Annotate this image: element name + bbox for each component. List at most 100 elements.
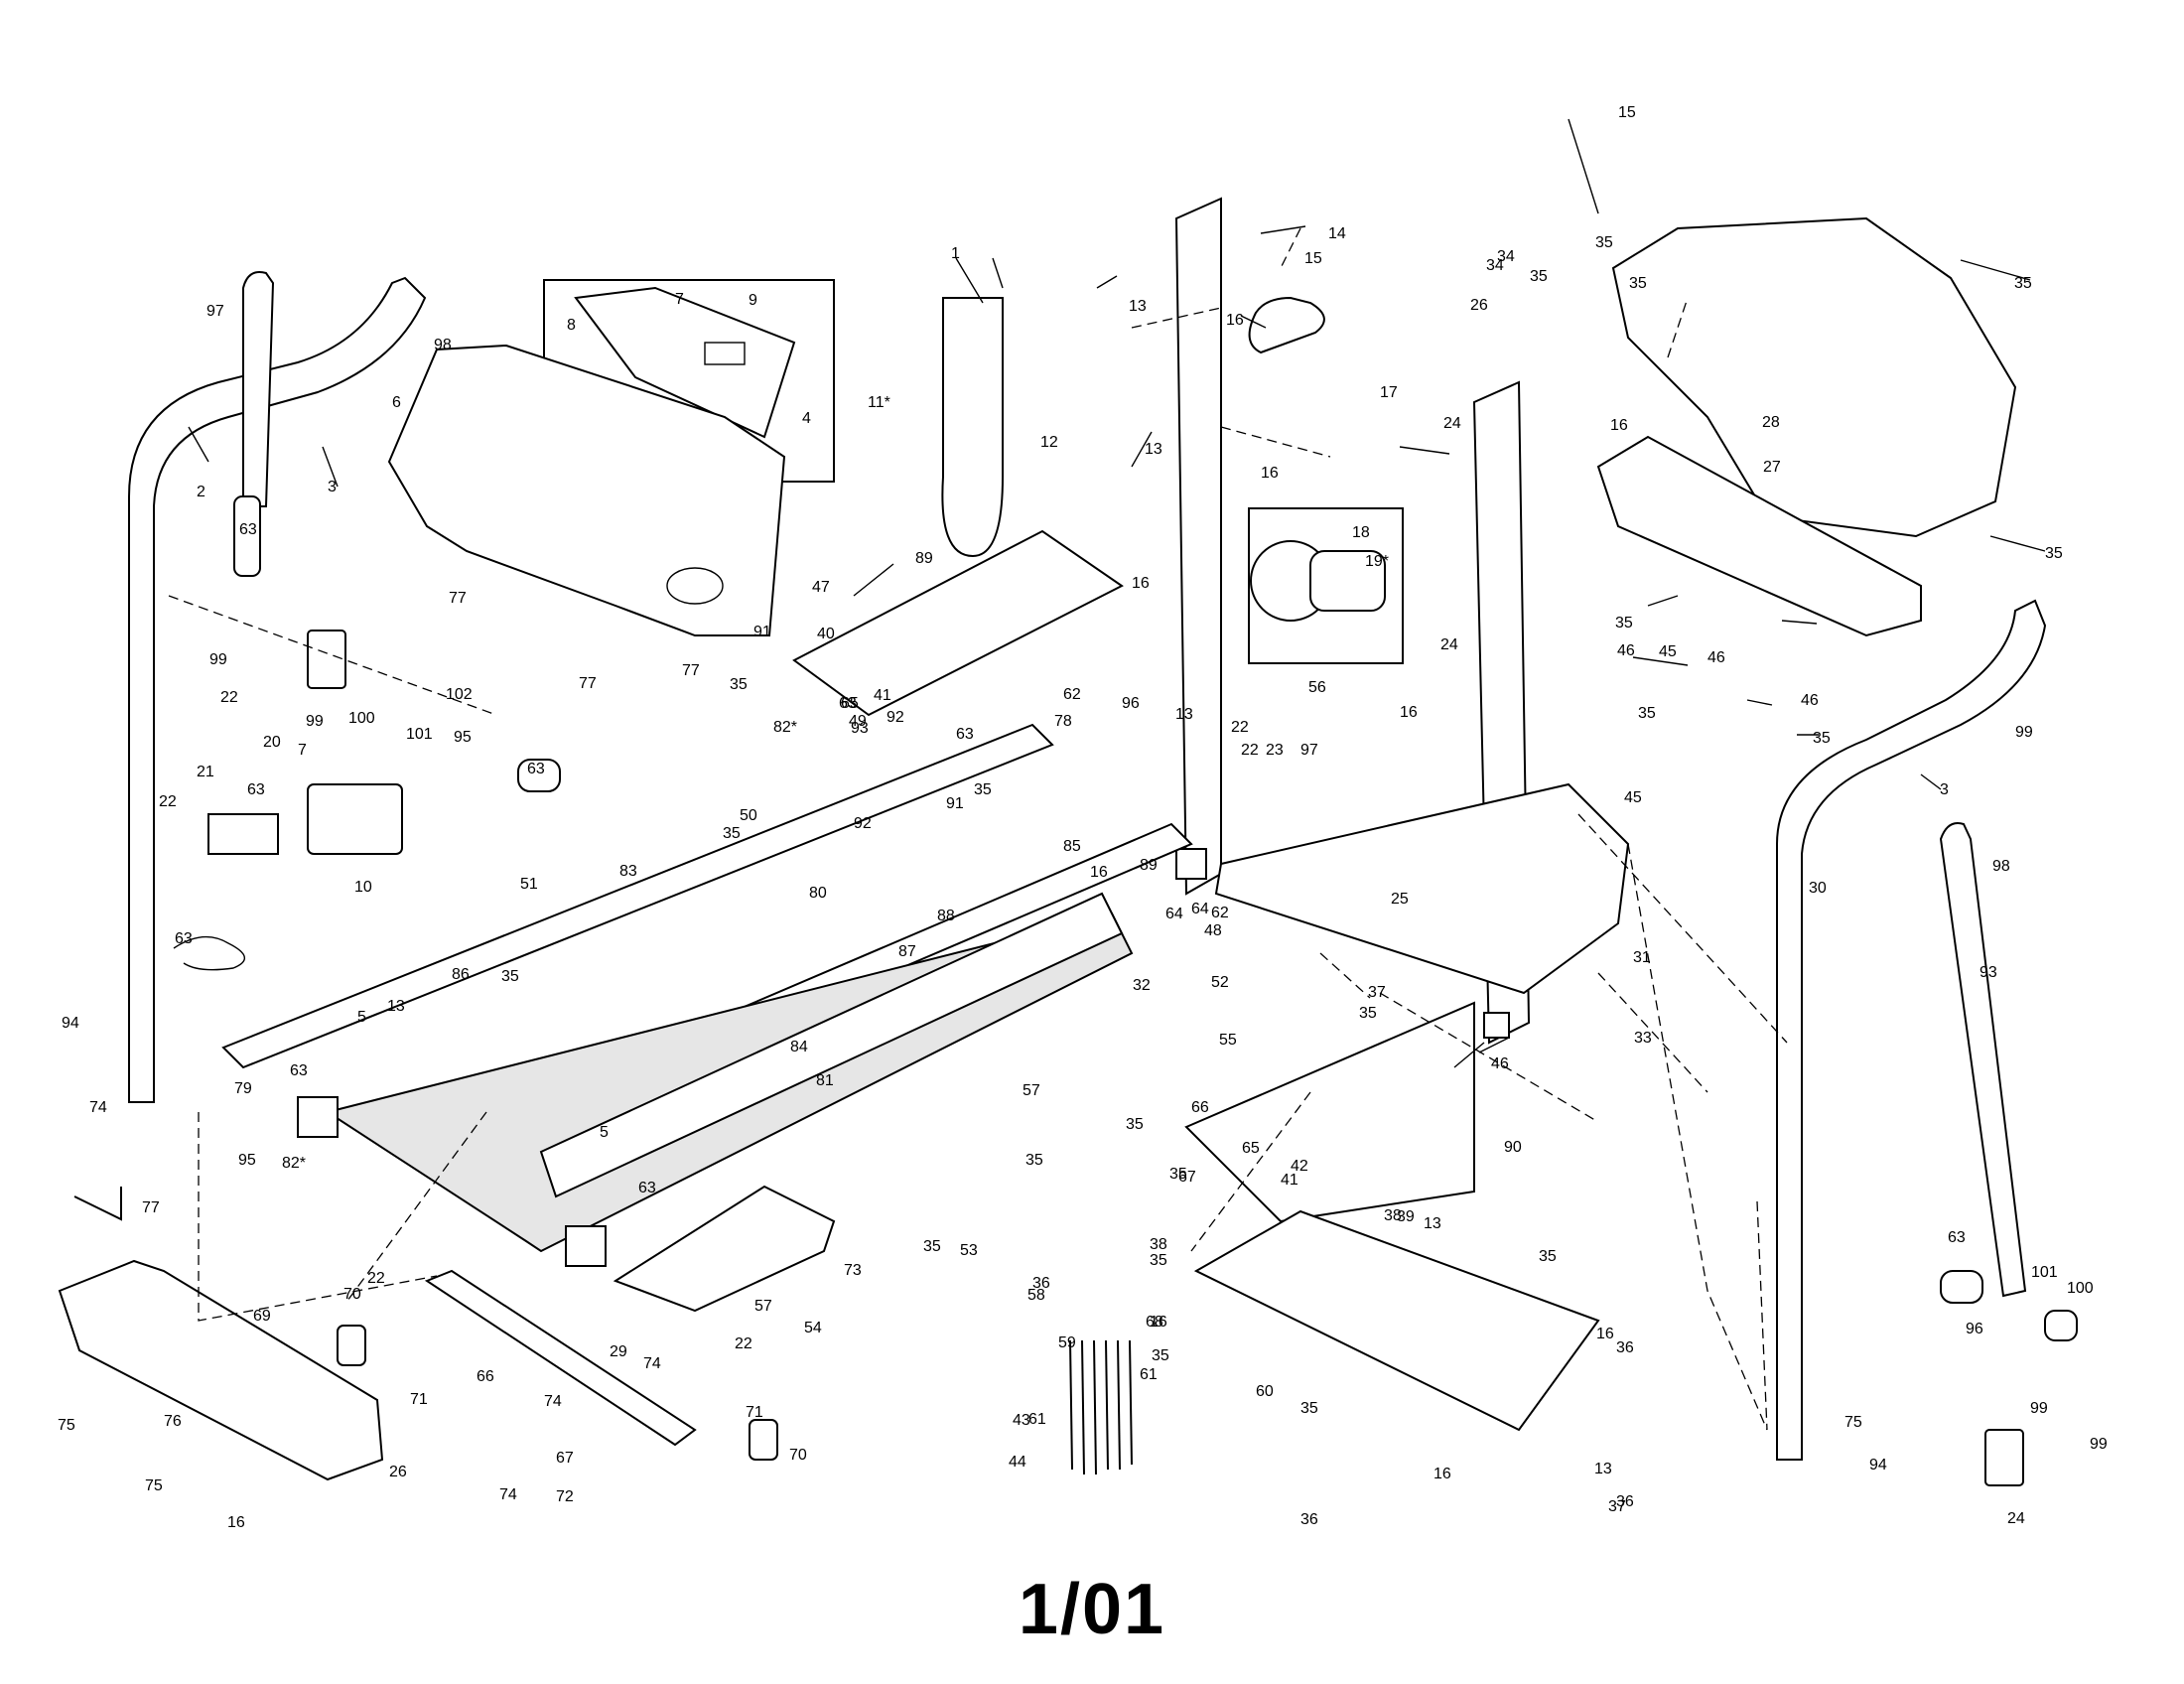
cable-ties-drawing xyxy=(1069,1339,1133,1475)
callout: 95 xyxy=(454,729,472,746)
callout: 99 xyxy=(306,713,324,730)
callout: 67 xyxy=(556,1450,574,1467)
pulse-wire-drawing xyxy=(173,935,245,971)
callout: 35 xyxy=(1025,1152,1043,1169)
callout: 80 xyxy=(809,885,827,902)
page-number-label: 1/01 xyxy=(1018,1570,1166,1649)
callout: 16 xyxy=(1150,1314,1167,1331)
callout: 56 xyxy=(1308,679,1326,696)
lower-frame-drawing xyxy=(424,1269,697,1447)
callout: 16 xyxy=(1433,1466,1451,1482)
callout: 99 xyxy=(2030,1400,2048,1417)
callout: 35 xyxy=(1530,268,1548,285)
callout: 36 xyxy=(1616,1339,1634,1356)
callout: 2 xyxy=(197,484,205,500)
callout: 63 xyxy=(527,761,545,777)
callout: 98 xyxy=(434,337,452,353)
callout: 49 xyxy=(849,713,867,730)
callout: 32 xyxy=(1133,977,1151,994)
right-knob-97-drawing xyxy=(2044,1310,2078,1341)
callout: 84 xyxy=(790,1039,808,1055)
callout: 77 xyxy=(142,1199,160,1216)
left-handrail-drawing xyxy=(128,276,427,1103)
callout: 65 xyxy=(841,695,859,712)
motor-body-drawing xyxy=(1309,550,1386,612)
callout: 62 xyxy=(1063,686,1081,703)
drive-belt-drawing xyxy=(1248,296,1325,354)
callout: 62 xyxy=(1211,905,1229,921)
right-knob-61-drawing xyxy=(1940,1270,1983,1304)
callout: 101 xyxy=(406,726,433,743)
wheel-left-drawing xyxy=(337,1325,366,1366)
callout: 23 xyxy=(1266,742,1284,759)
callout: 63 xyxy=(638,1180,656,1196)
callout: 35 xyxy=(1539,1248,1557,1265)
callout: 100 xyxy=(348,710,375,727)
tray-drawing xyxy=(613,1185,836,1313)
hood-bracket-drawing xyxy=(1596,435,1922,637)
frame-base-drawing xyxy=(1214,782,1630,995)
right-handrail-drawing xyxy=(1776,599,2047,1461)
callout: 35 xyxy=(730,676,748,693)
callout: 35 xyxy=(1813,730,1831,747)
front-roller-drawing xyxy=(297,1096,339,1138)
callout: 22 xyxy=(367,1270,385,1287)
callout: 94 xyxy=(62,1015,79,1032)
callout: 5 xyxy=(357,1009,366,1026)
callout: 102 xyxy=(446,686,473,703)
callout: 92 xyxy=(854,815,872,832)
callout: 16 xyxy=(1596,1326,1614,1342)
callout: 31 xyxy=(1633,949,1651,966)
callout: 58 xyxy=(1027,1287,1045,1304)
callout: 74 xyxy=(89,1099,107,1116)
part-drawings xyxy=(58,197,2078,1486)
callout: 69 xyxy=(253,1308,271,1325)
callout: 88 xyxy=(937,908,955,924)
callout: 38 xyxy=(1150,1236,1167,1253)
callout: 24 xyxy=(1443,415,1461,432)
callout: 35 xyxy=(1615,615,1633,632)
callout: 13 xyxy=(1424,1215,1441,1232)
callout: 4 xyxy=(802,410,811,427)
callout: 63 xyxy=(175,930,193,947)
callout: 57 xyxy=(754,1298,772,1315)
callout: 101 xyxy=(2031,1264,2058,1281)
callout: 35 xyxy=(974,781,992,798)
callout: 40 xyxy=(817,626,835,642)
callout: 37 xyxy=(1608,1498,1626,1515)
callout: 36 xyxy=(1032,1275,1050,1292)
callout: 71 xyxy=(746,1404,763,1421)
callout: 64 xyxy=(1165,906,1183,922)
callout: 77 xyxy=(682,662,700,679)
callout: 20 xyxy=(263,734,281,751)
callout: 13 xyxy=(1594,1461,1612,1477)
callout: 77 xyxy=(579,675,597,692)
callout: 36 xyxy=(1616,1493,1634,1510)
frame-bracket-drawing xyxy=(1175,848,1207,880)
callout: 86 xyxy=(452,966,470,983)
callout: 28 xyxy=(1762,414,1780,431)
callout: 46 xyxy=(1617,642,1635,659)
base-plate-drawing xyxy=(1193,1209,1600,1432)
callout: 59 xyxy=(1058,1334,1076,1351)
pulse-bracket-drawing xyxy=(307,783,403,855)
callout: 1 xyxy=(951,245,960,262)
allen-wrench-drawing xyxy=(73,1187,122,1221)
callout: 24 xyxy=(2007,1510,2025,1527)
callout: 35 xyxy=(1595,234,1613,251)
callout: 22 xyxy=(735,1335,752,1352)
callout: 34 xyxy=(1486,257,1504,274)
callout: 13 xyxy=(1145,441,1162,458)
callout: 61 xyxy=(1028,1411,1046,1428)
callout: 46 xyxy=(1801,692,1819,709)
callout: 35 xyxy=(1359,1005,1377,1022)
callout: 67 xyxy=(1178,1169,1196,1186)
callout: 54 xyxy=(804,1320,822,1336)
callout: 13 xyxy=(1175,706,1193,723)
left-side-rail-drawing xyxy=(221,723,1054,1069)
motor-hood-drawing xyxy=(1611,216,2017,538)
callout: 16 xyxy=(1226,312,1244,329)
motor-inset-box-drawing xyxy=(1248,507,1404,664)
callout: 27 xyxy=(1763,459,1781,476)
callout: 15 xyxy=(1618,104,1636,121)
